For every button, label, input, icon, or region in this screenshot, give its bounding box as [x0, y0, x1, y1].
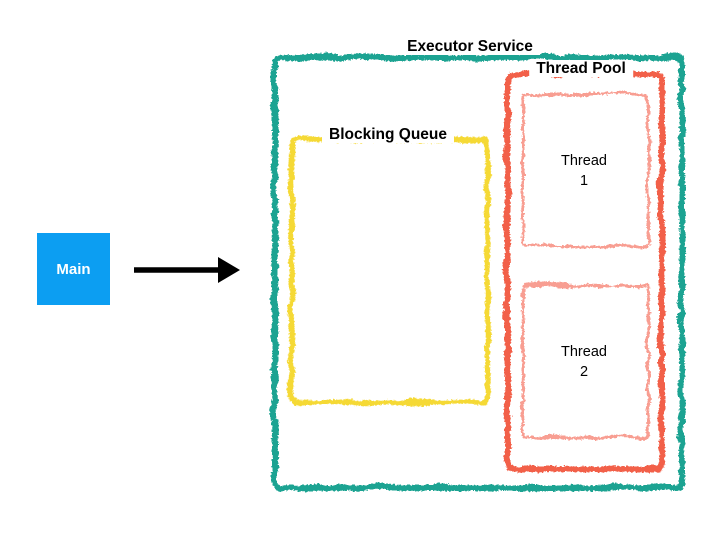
thread-pool-label: Thread Pool — [529, 60, 633, 77]
thread-2-line2: 2 — [579, 364, 589, 380]
main-to-executor-arrow — [134, 257, 240, 283]
thread-pool-box — [503, 70, 663, 470]
blocking-queue-label: Blocking Queue — [322, 126, 454, 143]
sketch-boxes — [270, 53, 683, 489]
thread-2-box — [519, 282, 649, 438]
thread-2-text: Thread 2 — [521, 342, 647, 382]
executor-service-box — [270, 53, 683, 489]
thread-2-line1: Thread — [561, 344, 607, 360]
executor-service-label: Executor Service — [400, 38, 540, 55]
thread-1-line2: 1 — [579, 173, 589, 189]
blocking-queue-box — [287, 135, 489, 404]
thread-1-box — [519, 91, 649, 247]
main-node: Main — [37, 233, 110, 305]
thread-1-text: Thread 1 — [521, 151, 647, 191]
main-node-label: Main — [56, 260, 91, 278]
thread-1-line1: Thread — [561, 153, 607, 169]
arrow-head — [218, 257, 240, 283]
